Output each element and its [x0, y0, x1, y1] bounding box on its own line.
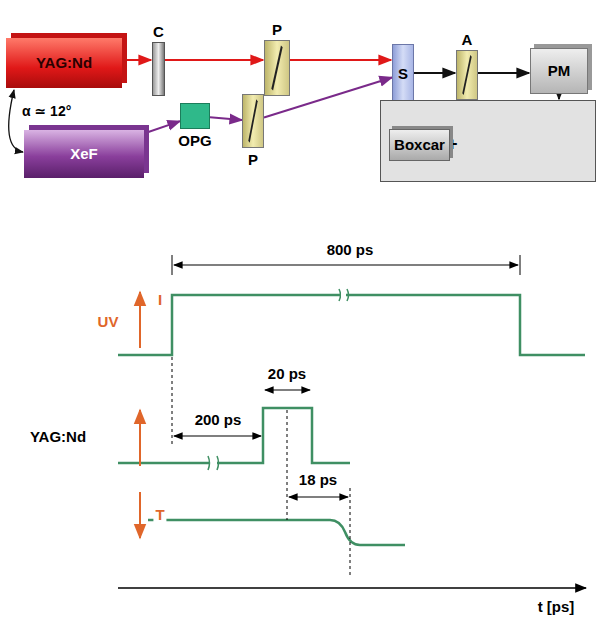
- polarizer-plate: P: [264, 40, 290, 96]
- photomultiplier-box: PM: [530, 48, 588, 94]
- part-label: P: [272, 21, 282, 38]
- beam-connector: [210, 117, 242, 120]
- timing-label: YAG:Nd: [28, 429, 88, 446]
- node-label: S: [398, 66, 408, 83]
- beam-connector: [122, 59, 151, 61]
- timing-label: t [ps]: [536, 599, 577, 616]
- timing-label: 200 ps: [193, 412, 244, 429]
- laser-box: XeF: [24, 130, 144, 178]
- beam-connector: [290, 59, 391, 61]
- laser-box: YAG:Nd: [6, 38, 122, 88]
- part-label: A: [462, 31, 473, 48]
- beam-connector: [414, 72, 455, 74]
- node-label: XeF: [70, 146, 98, 163]
- polarizer-axis: [265, 41, 289, 95]
- timing-label: I: [156, 292, 164, 309]
- node-label: YAG:Nd: [36, 55, 92, 72]
- part-label: OPG: [178, 132, 211, 149]
- analyzer-plate: A: [456, 50, 478, 100]
- axis-arrows: [139, 292, 141, 538]
- beam-connector: [144, 121, 180, 133]
- dimension-arrows: [174, 265, 518, 497]
- beam-connector: [9, 90, 23, 152]
- part-label: C: [153, 23, 164, 40]
- timing-label: UV: [96, 314, 121, 331]
- timing-label: 18 ps: [297, 472, 339, 489]
- beam-connector: [165, 59, 263, 61]
- node-label: Boxcar: [394, 137, 445, 154]
- angle-label: α ≃ 12°: [20, 104, 73, 119]
- polarizer-axis: [457, 51, 477, 99]
- opg-box: OPG: [180, 103, 210, 129]
- polarizer-plate: P: [242, 94, 264, 148]
- node-label: PM: [548, 63, 571, 80]
- timing-label: 20 ps: [266, 366, 308, 383]
- beam-connector: [478, 72, 529, 74]
- filter-plate: C: [152, 42, 165, 96]
- time-axis: [118, 587, 586, 589]
- computer-panel: +Boxcar: [380, 100, 596, 182]
- boxcar-box: Boxcar: [389, 129, 450, 161]
- part-label: P: [248, 151, 258, 168]
- yag-trace: [118, 408, 350, 463]
- sample-plate: S: [392, 44, 414, 104]
- timing-label: 800 ps: [325, 242, 376, 259]
- uv-trace: [118, 295, 585, 355]
- transmission-trace: [148, 520, 405, 545]
- guide-lines: [172, 357, 350, 578]
- timing-label: T: [153, 507, 166, 524]
- polarizer-axis: [243, 95, 263, 147]
- beam-connector: [558, 94, 560, 99]
